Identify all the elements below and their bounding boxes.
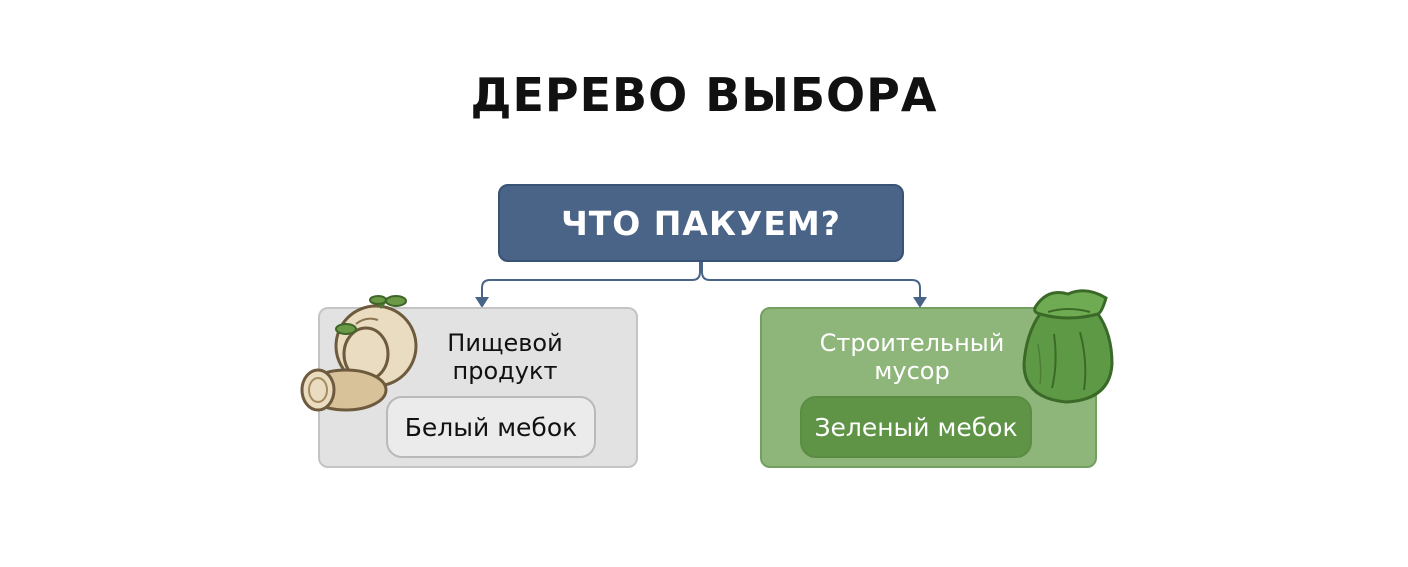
connector-left [481, 262, 701, 298]
result-green-bag-label: Зеленый мебок [814, 412, 1018, 442]
branch-food-label: Пищевой продукт [410, 329, 600, 385]
garbage-bag-icon [1022, 289, 1114, 404]
result-white-bag: Белый мебок [386, 396, 596, 458]
arrowhead-right [913, 297, 927, 308]
root-question-label: ЧТО ПАКУЕМ? [561, 203, 841, 243]
branch-food-label-line2: продукт [452, 357, 558, 385]
food-illustration-icon [300, 295, 418, 412]
connector-right [701, 262, 921, 298]
branch-food-label-line1: Пищевой [447, 329, 563, 357]
arrowhead-left [475, 297, 489, 308]
branch-construction-label: Строительный мусор [792, 329, 1032, 385]
root-question-node: ЧТО ПАКУЕМ? [498, 184, 904, 262]
branch-construction-label-line2: мусор [874, 357, 950, 385]
diagram-title: ДЕРЕВО ВЫБОРА [470, 68, 938, 122]
branch-construction-label-line1: Строительный [819, 329, 1005, 357]
result-green-bag: Зеленый мебок [800, 396, 1032, 458]
result-white-bag-label: Белый мебок [404, 412, 578, 442]
